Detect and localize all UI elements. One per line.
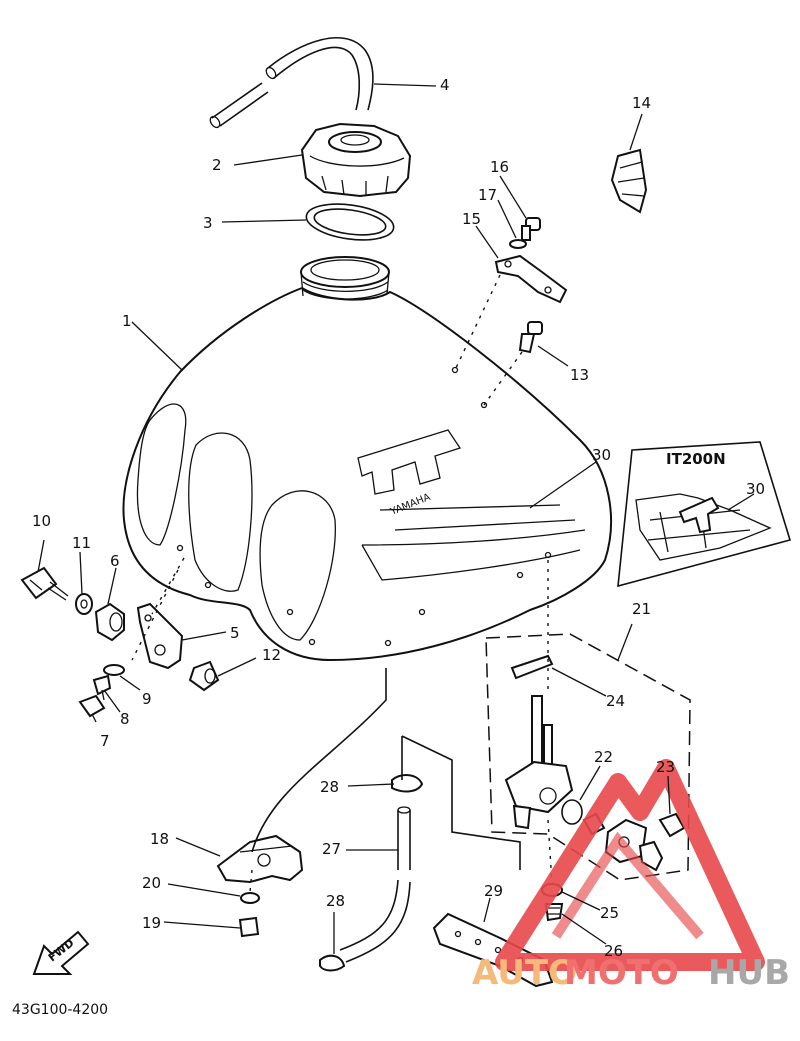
callout-4: 4	[440, 76, 450, 94]
leader-lines	[37, 83, 755, 954]
callout-14: 14	[632, 94, 651, 112]
collar-8	[92, 674, 112, 696]
callout-13: 13	[570, 366, 589, 384]
cap-gasket	[305, 203, 395, 241]
callout-12: 12	[262, 646, 281, 664]
callout-6: 6	[110, 552, 120, 570]
callout-16: 16	[490, 158, 509, 176]
fuel-tank: YAMAHA	[122, 256, 612, 662]
part-code: 43G100-4200	[12, 1002, 108, 1018]
callout-30b: 30	[746, 480, 765, 498]
bolt-10	[20, 566, 69, 601]
callout-1: 1	[122, 312, 132, 330]
callout-15: 15	[462, 210, 481, 228]
callout-28a: 28	[320, 778, 339, 796]
callout-19: 19	[142, 914, 161, 932]
callout-21: 21	[632, 600, 651, 618]
grommet-6	[94, 602, 125, 642]
callout-2: 2	[212, 156, 222, 174]
callout-28b: 28	[326, 892, 345, 910]
bolt-7	[78, 694, 106, 723]
bolt-13	[518, 321, 543, 354]
washer-11	[75, 593, 93, 615]
callout-27: 27	[322, 840, 341, 858]
washer-20	[240, 892, 260, 904]
watermark-brand: AUTO MOTO HUB	[472, 953, 790, 993]
callout-numbers: 1 2 3 4 5 6 7 8 9 10 11 12 13 14 15 16 1…	[32, 76, 765, 960]
callout-10: 10	[32, 512, 51, 530]
fuel-hose-27	[339, 806, 411, 963]
callout-25: 25	[600, 904, 619, 922]
bolt-19	[238, 916, 260, 938]
callout-3: 3	[203, 214, 213, 232]
watermark-hub: HUB	[708, 953, 790, 993]
callout-26: 26	[604, 942, 623, 960]
damper-12	[188, 660, 220, 692]
callout-23: 23	[656, 758, 675, 776]
bracket-5	[136, 602, 184, 670]
fuel-cap	[300, 122, 412, 198]
callout-17: 17	[478, 186, 497, 204]
bracket-18	[216, 834, 304, 884]
washer-9	[103, 664, 125, 676]
watermark-logo	[495, 759, 765, 971]
callout-22: 22	[594, 748, 613, 766]
fuel-cock-assembly-21	[485, 633, 691, 881]
bolt-26	[544, 903, 564, 922]
callout-7: 7	[100, 732, 110, 750]
callout-11: 11	[72, 534, 91, 552]
callout-24: 24	[606, 692, 625, 710]
fwd-arrow-icon: FWD	[32, 930, 90, 975]
watermark-moto: MOTO	[564, 953, 679, 993]
fuel-breather-hose	[209, 36, 374, 129]
bracket-bolt-16	[521, 217, 541, 241]
callout-8: 8	[120, 710, 130, 728]
inset-it200n: IT200N	[617, 441, 792, 588]
washer-17	[509, 239, 527, 249]
callout-9: 9	[142, 690, 152, 708]
tank-bracket-15	[494, 254, 568, 304]
hose-clip-28-top	[391, 774, 424, 793]
inset-title: IT200N	[666, 450, 726, 468]
callout-18: 18	[150, 830, 169, 848]
callout-20: 20	[142, 874, 161, 892]
watermark-auto: AUTO	[472, 953, 577, 993]
callout-29: 29	[484, 882, 503, 900]
tank-damper	[610, 148, 648, 214]
callout-5: 5	[230, 624, 240, 642]
hose-clip-28-bottom	[319, 954, 346, 972]
callout-30: 30	[592, 446, 611, 464]
